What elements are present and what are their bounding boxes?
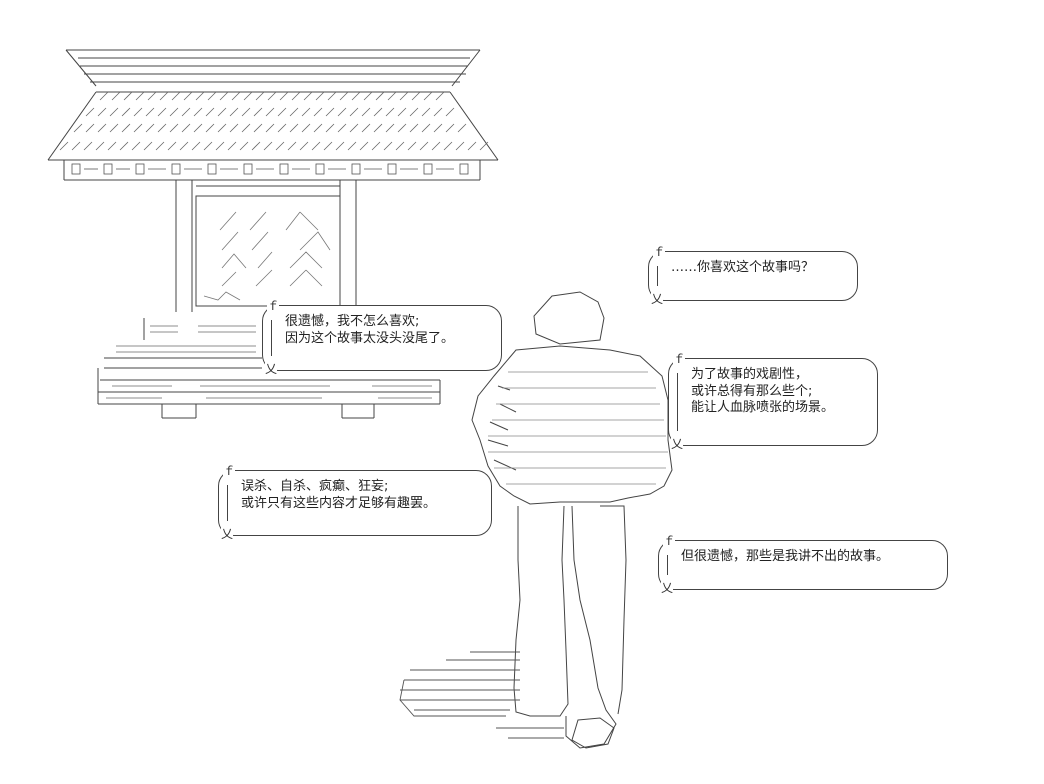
bubble-text-line: 误杀、自杀、疯癫、狂妄; [241, 479, 389, 494]
speech-bubble-tragedy: 误杀、自杀、疯癫、狂妄; 或许只有这些内容才足够有趣罢。 [218, 463, 492, 542]
shrine-roof-hatching [59, 91, 489, 151]
bubble-text-line: 或许总得有那么些个; [691, 383, 813, 399]
bubble-text-line: 因为这个故事太没头没尾了。 [285, 330, 455, 346]
bubble-text-line: 或许只有这些内容才足够有趣罢。 [241, 495, 437, 511]
shrine-base-pattern [106, 325, 432, 399]
stone-steps [399, 651, 564, 739]
bubble-frame-line [657, 266, 658, 286]
shrine-beam-pattern [71, 163, 469, 175]
bubble-text-line: 但很遗憾，那些是我讲不出的故事。 [681, 549, 890, 564]
bubble-frame-line [227, 485, 228, 521]
speech-bubble-cannot-tell: 但很遗憾，那些是我讲不出的故事。 [658, 533, 948, 596]
bubble-text-line: 能让人血脉喷张的场景。 [691, 400, 835, 415]
bubble-frame-line [667, 555, 668, 575]
bubble-text-line: 很遗憾，我不怎么喜欢; [285, 314, 420, 329]
character-shading [488, 371, 668, 485]
shrine-gate [47, 49, 499, 419]
bubble-frame-line [271, 320, 272, 356]
shrine-tablet-scribbles [203, 211, 331, 301]
bubble-text-line: 为了故事的戏剧性， [691, 367, 809, 382]
speech-bubble-drama: 为了故事的戏剧性， 或许总得有那么些个; 能让人血脉喷张的场景。 [668, 351, 878, 452]
speech-bubble-disappointed: 很遗憾，我不怎么喜欢; 因为这个故事太没头没尾了。 [262, 298, 502, 377]
bubble-text-line: ……你喜欢这个故事吗？ [671, 260, 815, 275]
speech-bubble-question: ……你喜欢这个故事吗？ [648, 244, 858, 307]
bubble-frame-line [677, 373, 678, 431]
character-figure [471, 291, 673, 749]
